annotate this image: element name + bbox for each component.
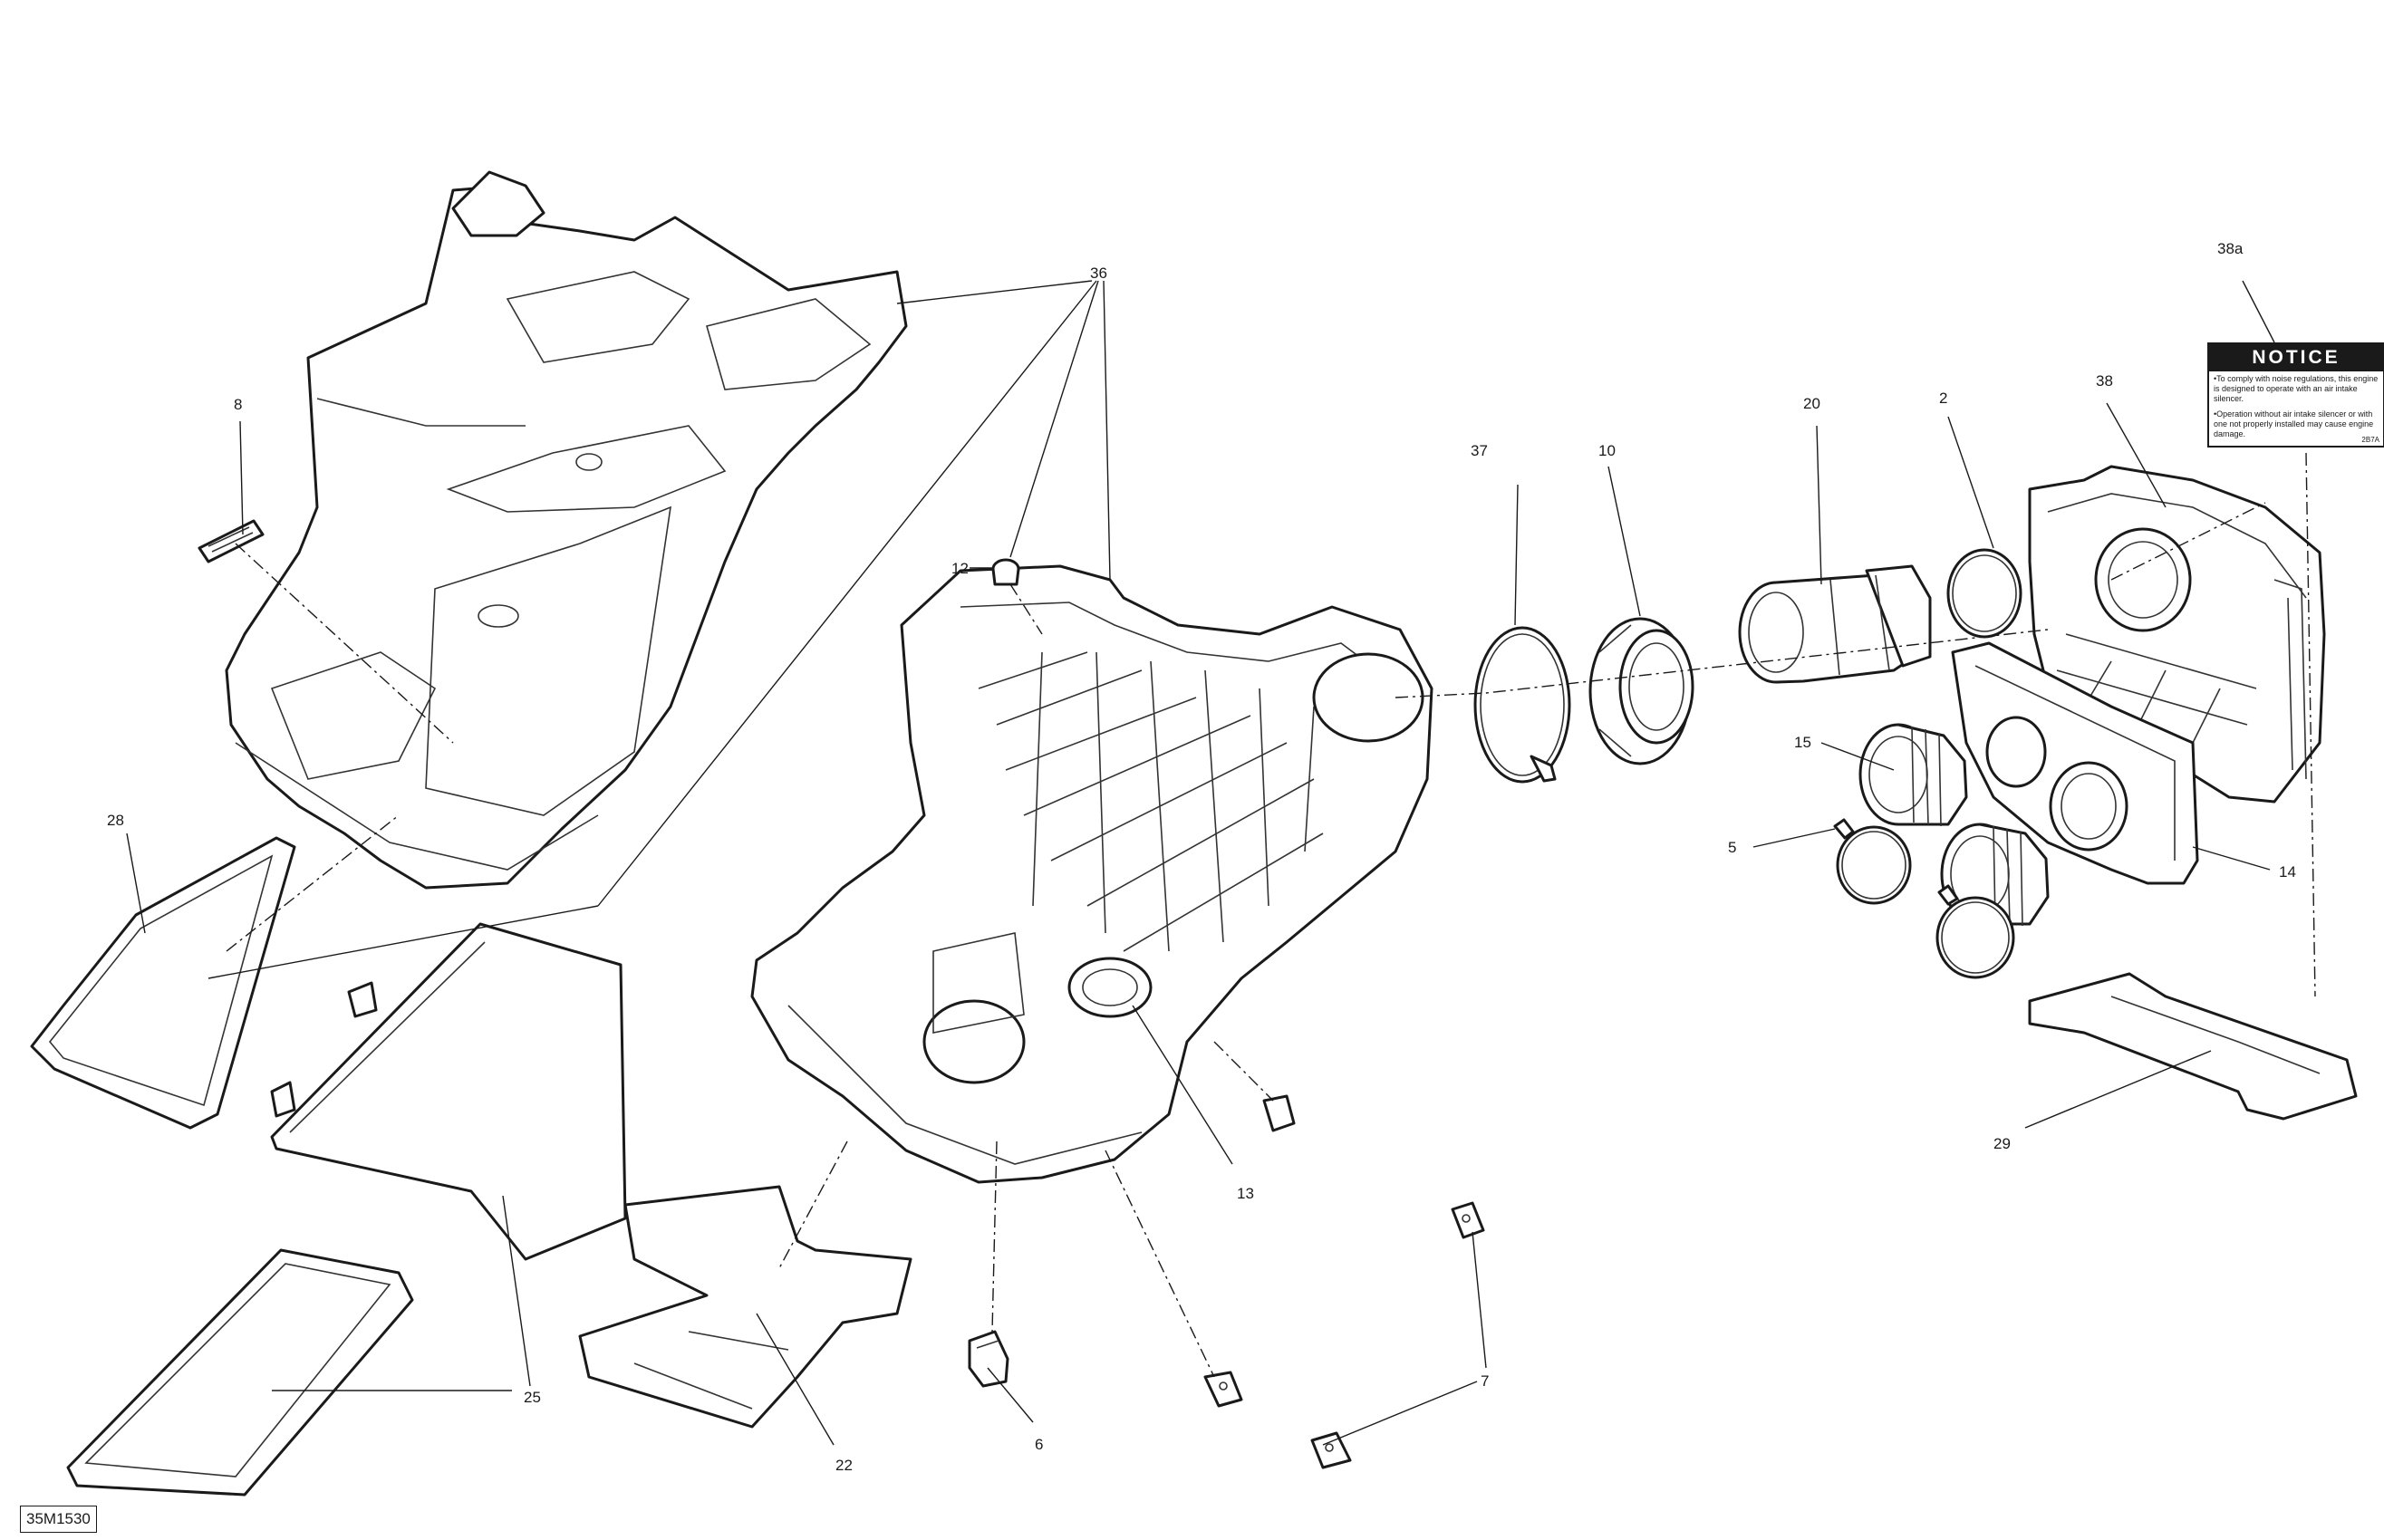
callout-12: 12 (951, 560, 969, 577)
callout-10: 10 (1598, 442, 1616, 459)
clip-part-13 (1262, 1094, 1296, 1132)
callout-22: 22 (835, 1457, 853, 1474)
clip-part-7c (1310, 1431, 1352, 1469)
notice-line-1: •To comply with noise regulations, this … (2214, 374, 2379, 403)
o-ring-part-2 (1946, 548, 2022, 639)
callout-2: 2 (1939, 390, 1947, 407)
grommet-part-12 (991, 558, 1020, 586)
notice-line-2: •Operation without air intake silencer o… (2214, 409, 2374, 438)
callout-20: 20 (1803, 395, 1820, 412)
callout-37: 37 (1471, 442, 1488, 459)
callout-38a: 38a (2217, 240, 2244, 257)
label-part-8 (198, 519, 265, 563)
intake-duct-part-20 (1738, 564, 1932, 684)
callout-28: 28 (107, 812, 124, 829)
callout-13: 13 (1237, 1185, 1254, 1202)
assembly-axis-14 (2305, 452, 2316, 997)
assembly-axis-12 (1009, 583, 1043, 635)
lower-silencer-base (750, 564, 1433, 1184)
upper-silencer-cover (225, 170, 908, 890)
assembly-axis-6 (991, 1141, 998, 1333)
assembly-axis-7 (1105, 1150, 1215, 1378)
adapter-part-10 (1588, 617, 1694, 765)
callout-14: 14 (2279, 863, 2296, 881)
leader-lines (126, 280, 2275, 1446)
clamp-part-37 (1473, 626, 1571, 784)
panel-part-25 (270, 922, 627, 1261)
assembly-axis-8 (235, 543, 454, 744)
clip-part-6 (968, 1330, 1009, 1388)
housing-part-38 (2028, 465, 2326, 804)
callout-8: 8 (234, 396, 242, 413)
callout-15: 15 (1794, 734, 1811, 751)
boot-part-15b (1940, 823, 2050, 927)
notice-decal: NOTICE •To comply with noise regulations… (2207, 342, 2384, 448)
assembly-axis-28 (226, 814, 400, 952)
clip-part-7a (1451, 1201, 1485, 1239)
callout-5: 5 (1728, 839, 1736, 856)
clamp-part-5b (1935, 884, 2015, 979)
clip-part-7b (1203, 1371, 1243, 1408)
callout-36: 36 (1090, 265, 1107, 282)
drawing-number: 35M1530 (20, 1506, 97, 1533)
assembly-axis (1395, 502, 2266, 698)
callout-labels: 36 8 12 37 10 20 2 38 38a 28 15 5 14 29 … (107, 240, 2296, 1474)
callout-7: 7 (1481, 1372, 1489, 1390)
callout-38: 38 (2096, 372, 2113, 390)
assembly-axis-13 (1213, 1041, 1274, 1102)
mat-part-25 (66, 1248, 414, 1497)
tray-part-14 (1951, 641, 2199, 885)
callout-25: 25 (524, 1389, 541, 1406)
pad-part-29 (2028, 972, 2358, 1121)
boot-part-15a (1858, 723, 1968, 827)
callout-29: 29 (1993, 1135, 2011, 1152)
notice-header: NOTICE (2209, 344, 2383, 371)
clamp-part-5a (1833, 818, 1912, 905)
heat-shield-part-22 (578, 1185, 912, 1429)
gasket-part-28 (30, 836, 296, 1130)
callout-6: 6 (1035, 1436, 1043, 1453)
notice-code: 2B7A (2361, 436, 2379, 444)
